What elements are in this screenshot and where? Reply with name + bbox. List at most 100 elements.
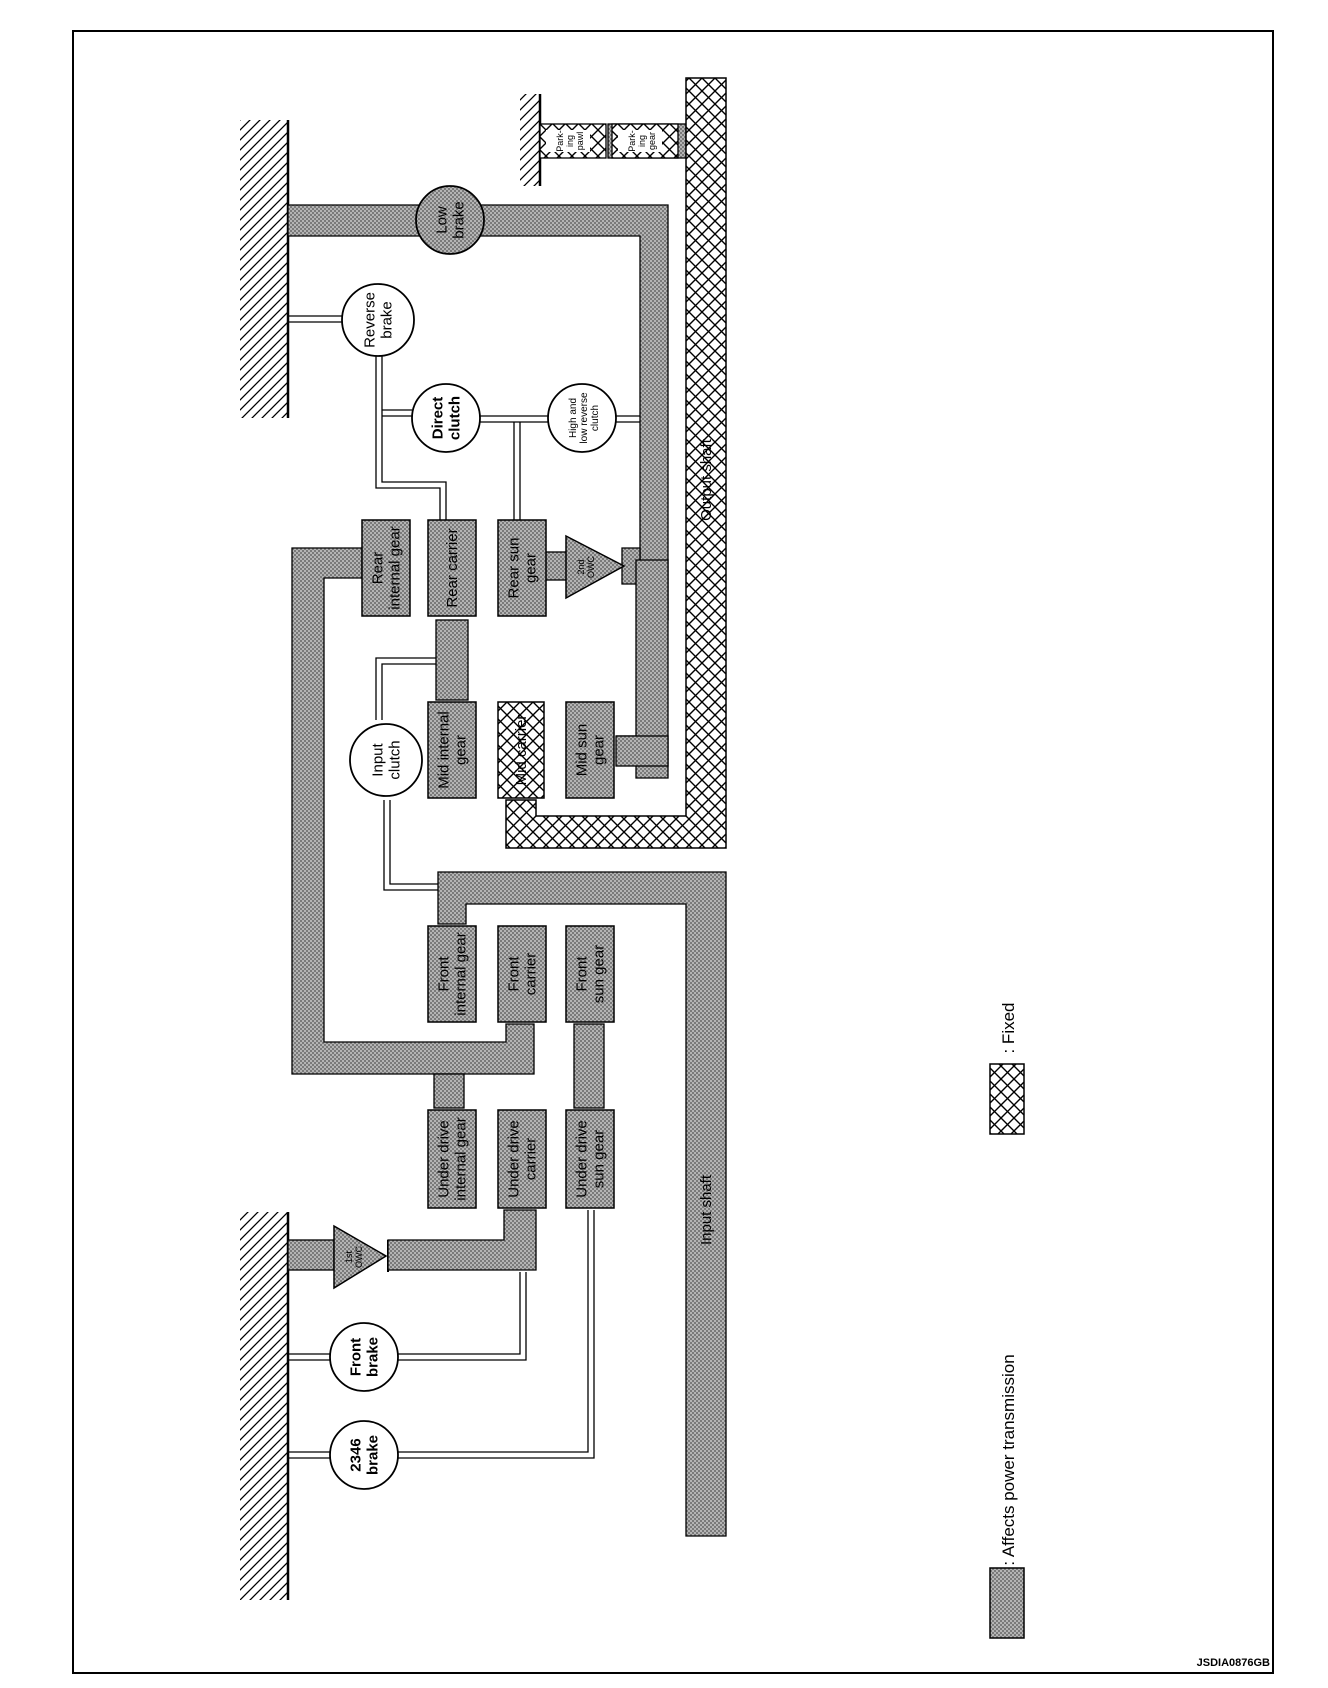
- front-brake-circle: [329, 1322, 399, 1392]
- direct-clutch-line: Direct: [430, 397, 447, 440]
- output-shaft-bar: [505, 77, 727, 849]
- under-drive-sun-gear-box: [565, 1109, 615, 1209]
- low-brake-label: Lowbrake: [434, 201, 468, 239]
- under-drive-internal-gear-line: internal gear: [453, 1117, 470, 1200]
- reverse-brake-line: Reverse: [362, 292, 379, 348]
- front-internal-gear-line: internal gear: [453, 932, 470, 1015]
- hlr-clutch-line: High and: [568, 398, 579, 438]
- front-internal-gear-label: Frontinternal gear: [436, 932, 470, 1015]
- front-brake-label: Frontbrake: [348, 1337, 382, 1377]
- rear-carrier-label: Rear carrier: [444, 528, 461, 607]
- hlr-clutch-line: low reverse: [579, 392, 590, 444]
- reverse-brake-label: Reversebrake: [362, 292, 396, 348]
- under-drive-carrier-label: Under drivecarrier: [506, 1120, 540, 1198]
- under-drive-internal-gear-box: [427, 1109, 477, 1209]
- direct-clutch-circle: [411, 383, 481, 453]
- front-brake-line: Front: [348, 1338, 365, 1376]
- owc-2nd-label: 2ndOWC: [576, 556, 596, 578]
- legend-affects-text: : Affects power transmission: [999, 1354, 1018, 1565]
- thin-links: [288, 315, 642, 1459]
- mid-sun-gear-box: [565, 701, 615, 799]
- rear-internal-gear-label: Rearinternal gear: [370, 526, 404, 609]
- front-sun-gear-line: sun gear: [591, 945, 608, 1003]
- mid-internal-gear-line: gear: [453, 735, 470, 765]
- under-drive-carrier-line: Under drive: [506, 1120, 523, 1198]
- output-shaft-line: Output shaft: [698, 438, 715, 521]
- owc-1st-line: 1st: [344, 1251, 354, 1264]
- front-carrier-box: [497, 925, 547, 1023]
- reverse-brake-circle: [341, 283, 415, 357]
- parking-gear-line: Park-: [627, 130, 637, 152]
- mid-sun-gear-label: Mid sungear: [574, 724, 608, 777]
- brake-2346-line: brake: [365, 1435, 382, 1475]
- owc-2nd-line: 2nd: [576, 559, 586, 574]
- front-sun-gear-line: Front: [574, 956, 591, 992]
- under-drive-carrier-box: [497, 1109, 547, 1209]
- mid-internal-gear-label: Mid internalgear: [436, 711, 470, 789]
- hlr-clutch-circle: [547, 383, 617, 453]
- rear-carrier-line: Rear carrier: [444, 528, 461, 607]
- legend-fixed-text: : Fixed: [999, 1002, 1018, 1053]
- hlr-clutch-label: High andlow reverseclutch: [568, 392, 601, 444]
- output-shaft-label: Output shaft: [698, 438, 715, 521]
- parking-gear-line: ing: [637, 135, 647, 147]
- front-sun-gear-label: Frontsun gear: [574, 945, 608, 1003]
- rear-internal-gear-line: internal gear: [387, 526, 404, 609]
- front-brake-line: brake: [365, 1337, 382, 1377]
- diagram-frame: [72, 30, 1274, 1674]
- input-shaft-line: Input shaft: [698, 1174, 715, 1245]
- housing-ground-bottom: [240, 1212, 290, 1600]
- mid-carrier-box: [497, 701, 545, 799]
- mid-internal-gear-line: Mid internal: [436, 711, 453, 789]
- brake-2346-label: 2346brake: [348, 1435, 382, 1475]
- fixed-members: [497, 77, 727, 849]
- hlr-clutch-line: clutch: [590, 405, 601, 431]
- under-drive-internal-gear-line: Under drive: [436, 1120, 453, 1198]
- reverse-brake-line: brake: [379, 301, 396, 339]
- rear-carrier-box: [427, 519, 477, 617]
- clutch-circles: [329, 185, 617, 1490]
- input-clutch-line: clutch: [387, 740, 404, 779]
- housing-ground-parking: [520, 94, 542, 186]
- under-drive-sun-gear-line: sun gear: [591, 1130, 608, 1188]
- front-carrier-line: Front: [506, 956, 523, 992]
- owc-2nd-triangle: [565, 534, 626, 600]
- mid-sun-gear-line: gear: [591, 735, 608, 765]
- under-drive-sun-gear-label: Under drivesun gear: [574, 1120, 608, 1198]
- front-internal-gear-box: [427, 925, 477, 1023]
- under-drive-sun-gear-line: Under drive: [574, 1120, 591, 1198]
- owc-1st-triangle: [333, 1224, 388, 1290]
- parking-pawl-line: Park-: [555, 130, 565, 152]
- owc-triangles: [333, 534, 626, 1290]
- under-drive-carrier-line: carrier: [523, 1138, 540, 1181]
- mid-sun-gear-line: Mid sun: [574, 724, 591, 777]
- under-drive-internal-gear-label: Under driveinternal gear: [436, 1117, 470, 1200]
- legend-swatches: [989, 1063, 1025, 1639]
- brake-2346-circle: [329, 1420, 399, 1490]
- parking-pawl-label: Park-ingpawl: [555, 130, 585, 152]
- input-clutch-circle: [349, 723, 423, 797]
- rear-sun-gear-box: [497, 519, 547, 617]
- legend-affects-swatch: [989, 1567, 1025, 1639]
- front-carrier-label: Frontcarrier: [506, 953, 540, 996]
- input-shaft-label: Input shaft: [698, 1174, 715, 1245]
- parking-gear-label: Park-inggear: [627, 130, 657, 152]
- front-sun-gear-box: [565, 925, 615, 1023]
- parking-pawl-line: ing: [565, 135, 575, 147]
- front-internal-gear-line: Front: [436, 956, 453, 992]
- owc-2nd-line: OWC: [586, 556, 596, 578]
- rear-internal-gear-line: Rear: [370, 552, 387, 585]
- legend-fixed-swatch: [989, 1063, 1025, 1135]
- mid-carrier-label: Mid carrier: [513, 715, 530, 786]
- parking-mechanism: [539, 123, 679, 159]
- mid-internal-gear-box: [427, 701, 477, 799]
- mid-carrier-line: Mid carrier: [513, 715, 530, 786]
- low-brake-circle: [415, 185, 485, 255]
- rear-sun-gear-label: Rear sungear: [506, 538, 540, 599]
- low-brake-line: brake: [451, 201, 468, 239]
- direct-clutch-label: Directclutch: [430, 396, 464, 440]
- rear-internal-gear-box: [361, 519, 411, 617]
- document-id: JSDIA0876GB: [1196, 1657, 1270, 1669]
